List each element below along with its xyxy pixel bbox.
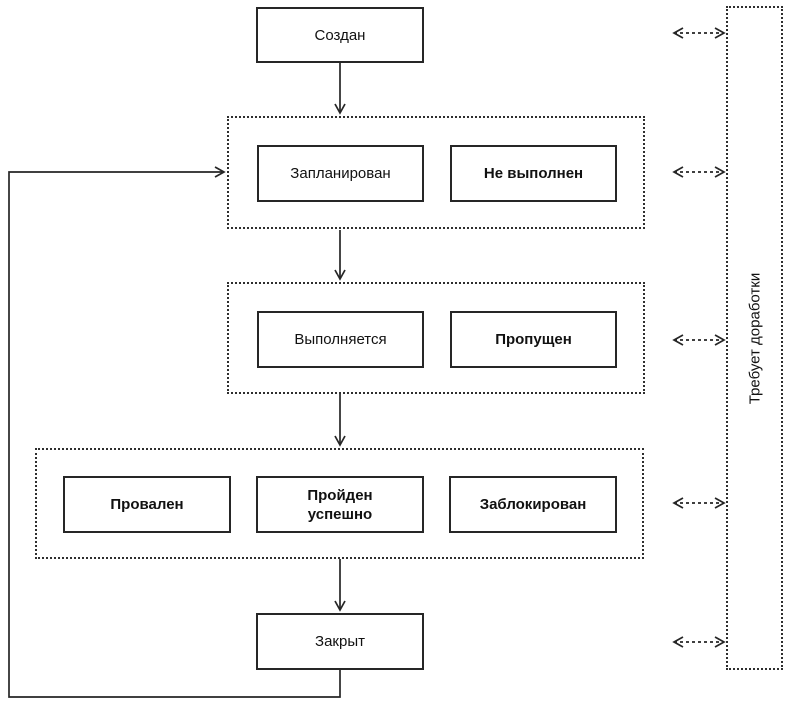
node-created-label: Создан xyxy=(314,26,366,44)
node-planned: Запланирован xyxy=(257,145,424,202)
node-rework-label: Требует доработки xyxy=(746,272,764,404)
node-failed-label: Провален xyxy=(110,496,184,513)
node-created: Создан xyxy=(256,7,424,63)
node-blocked-label: Заблокирован xyxy=(479,496,587,513)
node-failed: Провален xyxy=(63,476,231,533)
node-not-executed-label: Не выполнен xyxy=(483,165,584,182)
node-blocked: Заблокирован xyxy=(449,476,617,533)
node-skipped: Пропущен xyxy=(450,311,617,368)
node-not-executed: Не выполнен xyxy=(450,145,617,202)
node-passed: Пройден успешно xyxy=(256,476,424,533)
node-planned-label: Запланирован xyxy=(290,165,391,182)
node-skipped-label: Пропущен xyxy=(495,331,572,348)
node-closed-label: Закрыт xyxy=(315,633,365,650)
node-rework-lane: Требует доработки xyxy=(726,6,783,670)
node-closed: Закрыт xyxy=(256,613,424,670)
node-passed-label: Пройден успешно xyxy=(307,486,373,523)
node-in-progress-label: Выполняется xyxy=(294,331,387,348)
node-in-progress: Выполняется xyxy=(257,311,424,368)
